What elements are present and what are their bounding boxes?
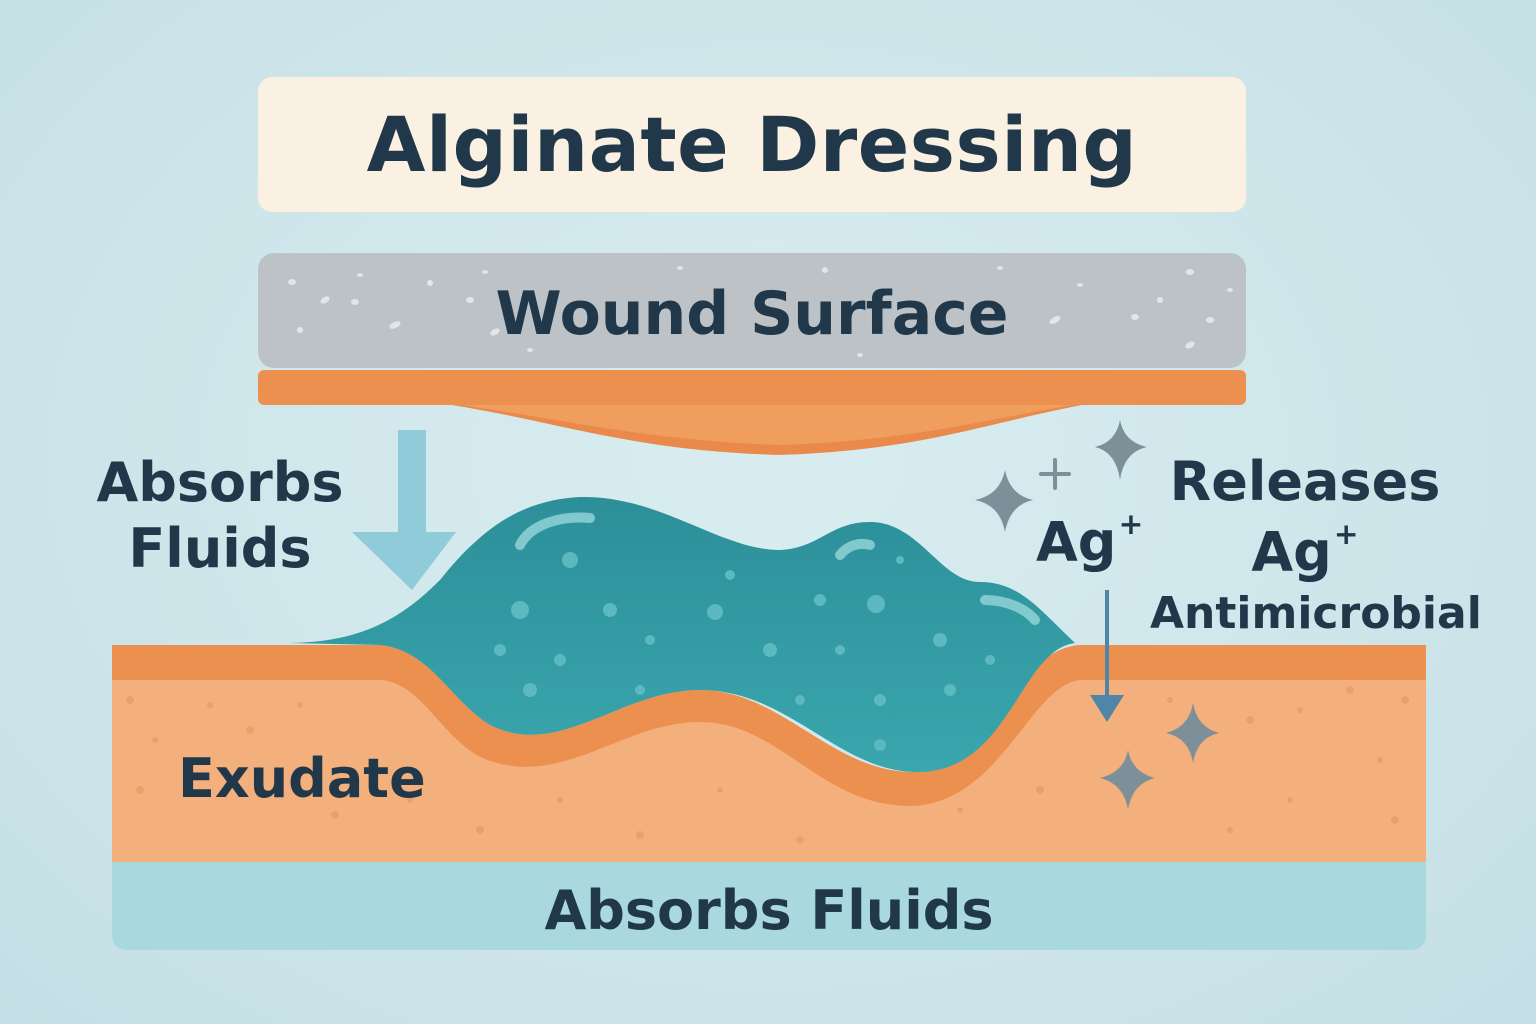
tissue-rim xyxy=(112,645,1426,806)
wound-surface-speckles xyxy=(288,266,1233,357)
plus-icon xyxy=(1039,458,1071,490)
released-ion-charge: + xyxy=(1333,517,1359,552)
sparkle-icon xyxy=(1166,703,1219,763)
absorbs-fluids-bottom-label: Absorbs Fluids xyxy=(544,879,994,942)
wound-surface-pad xyxy=(258,253,1246,368)
down-arrow-icon xyxy=(352,430,456,590)
antimicrobial-label: Antimicrobial xyxy=(1150,588,1482,639)
silver-ion-charge: + xyxy=(1118,507,1144,542)
released-ion-label: Ag+ xyxy=(1160,520,1450,580)
sparkle-icon xyxy=(1100,750,1155,810)
sparkle-icon xyxy=(1095,420,1147,480)
sparkle-icon xyxy=(975,470,1033,532)
tissue-dots xyxy=(126,686,1409,844)
dressing-strip xyxy=(258,370,1246,405)
released-ion-symbol: Ag xyxy=(1251,520,1332,584)
release-arrow-icon xyxy=(1090,590,1124,722)
silver-ion-label: Ag+ xyxy=(1036,510,1143,570)
gel-bubbles xyxy=(494,552,995,751)
diagram-title: Alginate Dressing xyxy=(366,100,1138,189)
silver-ion-symbol: Ag xyxy=(1036,510,1117,574)
title-banner: Alginate Dressing xyxy=(258,77,1246,212)
absorbs-fluids-label: Absorbs Fluids xyxy=(96,451,344,580)
releases-label: Releases xyxy=(1169,450,1441,513)
gel-highlights xyxy=(515,512,1040,625)
exudate-label: Exudate xyxy=(178,747,426,810)
wound-surface-label: Wound Surface xyxy=(495,279,1009,349)
dressing-sag-highlight xyxy=(440,402,1090,445)
